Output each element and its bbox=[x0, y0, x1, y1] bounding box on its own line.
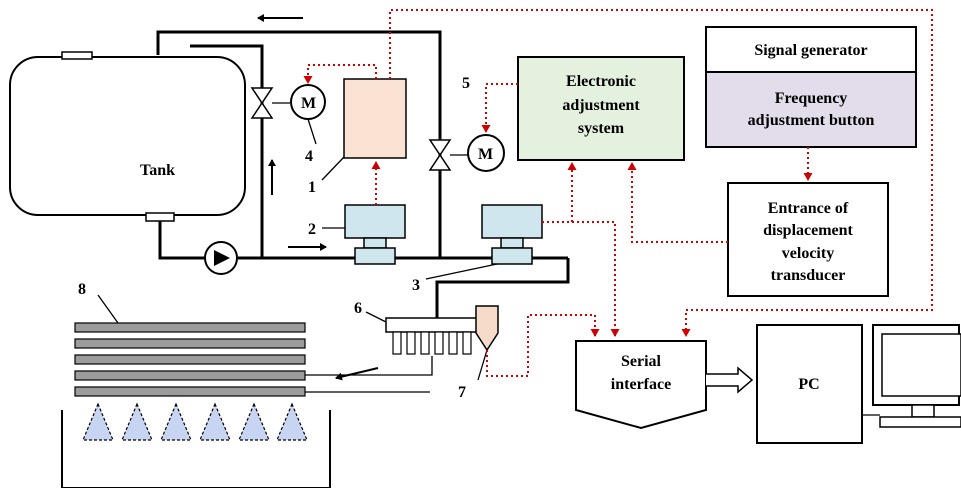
pc-label: PC bbox=[798, 376, 819, 393]
serial-line-1: Serial bbox=[621, 353, 662, 370]
label-8: 8 bbox=[78, 281, 86, 298]
transducer-line-3: velocity bbox=[782, 245, 834, 262]
transducer-line-1: Entrance of bbox=[768, 200, 849, 217]
tank: Tank bbox=[9, 51, 246, 222]
label-1: 1 bbox=[308, 179, 316, 196]
transducer-line-4: transducer bbox=[771, 267, 846, 284]
valve-right: M 5 bbox=[428, 75, 505, 172]
data-arrow bbox=[706, 366, 754, 394]
electronic-line-2: adjustment bbox=[562, 97, 640, 114]
collecting-tray bbox=[61, 410, 331, 488]
frequency-adjustment-button bbox=[705, 71, 917, 148]
signal-lines bbox=[303, 9, 933, 377]
flow-arrows bbox=[257, 14, 379, 381]
spray-cones bbox=[82, 402, 308, 441]
electronic-line-1: Electronic bbox=[566, 73, 636, 90]
pump bbox=[204, 241, 238, 275]
label-5: 5 bbox=[462, 75, 470, 92]
frequency-line-1: Frequency bbox=[775, 90, 848, 107]
tank-label: Tank bbox=[140, 162, 175, 179]
spray-bar-6: 6 bbox=[354, 300, 487, 355]
valve-left: M 4 bbox=[250, 84, 326, 165]
monitor-icon bbox=[862, 324, 961, 428]
label-2: 2 bbox=[308, 221, 316, 238]
label-3: 3 bbox=[412, 277, 420, 294]
transducer-line-2: displacement bbox=[763, 222, 853, 239]
serial-interface: Serial interface bbox=[575, 340, 707, 430]
signal-generator-label: Signal generator bbox=[754, 42, 867, 59]
serial-line-2: interface bbox=[611, 376, 671, 393]
motor-5-label: M bbox=[478, 146, 493, 163]
motor-4-label: M bbox=[301, 95, 316, 112]
valve-block-2: 2 bbox=[308, 204, 406, 265]
signal-generator: Signal generator Frequency adjustment bu… bbox=[705, 26, 917, 148]
label-6: 6 bbox=[354, 300, 362, 317]
frequency-line-2: adjustment button bbox=[748, 112, 875, 129]
label-7: 7 bbox=[458, 384, 466, 401]
plates-8: 8 bbox=[74, 281, 306, 397]
valve-block-3: 3 bbox=[412, 204, 543, 294]
injector-7: 7 bbox=[458, 305, 499, 401]
motor-5 bbox=[467, 134, 505, 172]
reservoir-1: 1 bbox=[308, 78, 407, 196]
displacement-velocity-transducer: Entrance of displacement velocity transd… bbox=[727, 182, 889, 297]
label-4: 4 bbox=[305, 148, 313, 165]
electronic-adjustment-system: Electronic adjustment system bbox=[517, 56, 685, 161]
pc: PC bbox=[756, 324, 863, 444]
electronic-line-3: system bbox=[578, 120, 625, 137]
